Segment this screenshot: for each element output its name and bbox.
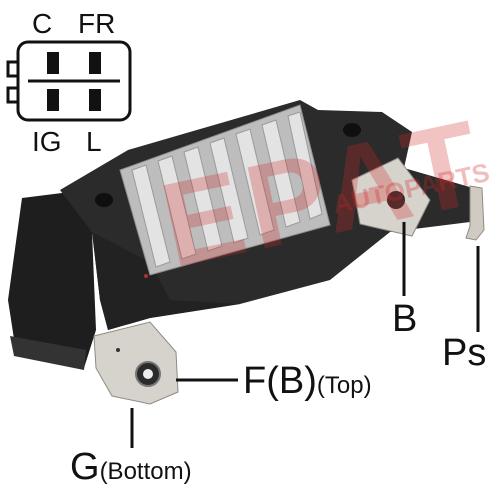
terminal-label-ps: Ps <box>442 332 487 374</box>
pin-ig-blade <box>47 89 59 111</box>
terminal-label-f: F(B)(Top) <box>243 362 372 400</box>
terminal-label-f-main: F(B) <box>243 360 317 402</box>
terminal-label-g-main: G <box>70 446 100 488</box>
connector-tab-bottom <box>6 86 20 104</box>
connector-diagram <box>6 40 132 122</box>
fg-rivet <box>116 348 120 352</box>
pin-label-c: C <box>32 8 53 39</box>
terminal-label-b: B <box>392 298 418 340</box>
b-terminal-hole <box>387 191 405 209</box>
pin-label-ig: IG <box>32 126 62 157</box>
terminal-label-g-sub: (Bottom) <box>99 458 192 485</box>
pin-c-blade <box>47 52 59 74</box>
body-shadow <box>92 232 240 330</box>
regulator-body <box>8 100 485 405</box>
fg-terminal-plate <box>93 321 179 405</box>
pin-label-fr: FR <box>78 8 116 39</box>
leader-lines <box>130 222 480 448</box>
pin-label-l: L <box>86 126 102 157</box>
ps-terminal <box>465 185 485 241</box>
plug-housing <box>8 192 96 368</box>
connector-tab-top <box>6 60 20 78</box>
body-hole-right <box>343 123 361 137</box>
body-hole-left <box>95 193 113 207</box>
plug-housing-edge <box>10 336 86 370</box>
terminal-label-g: G(Bottom) <box>70 448 192 486</box>
pin-fr-blade <box>89 52 101 74</box>
pin-l-blade <box>89 89 101 111</box>
fg-terminal-hole-inner <box>143 369 153 379</box>
terminal-label-f-sub: (Top) <box>316 372 372 399</box>
body-dot <box>144 274 148 278</box>
heatsink-fins <box>131 111 323 268</box>
